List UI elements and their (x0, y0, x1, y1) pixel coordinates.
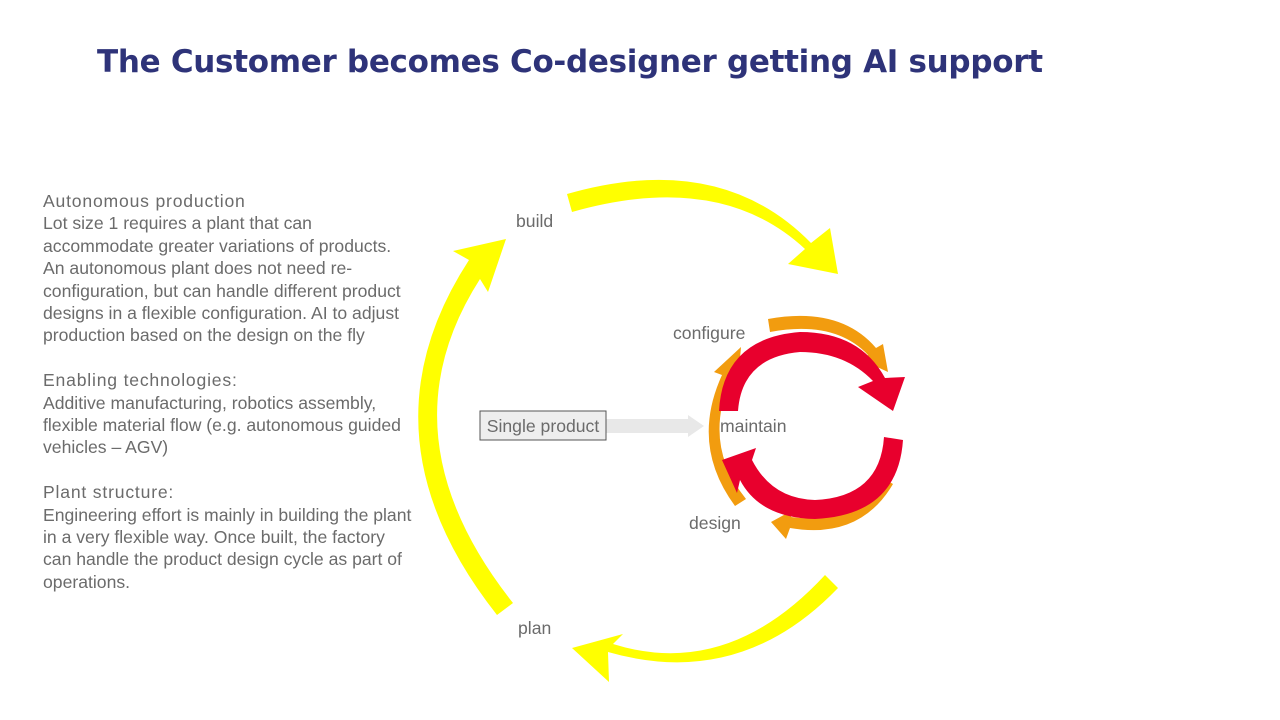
build-arc-arrow (567, 179, 838, 274)
slide-title: The Customer becomes Co-designer getting… (97, 44, 1043, 80)
section-heading: Plant structure: (43, 482, 175, 503)
enabling-technologies-section: Enabling technologies: Additive manufact… (43, 369, 413, 459)
section-body: Engineering effort is mainly in building… (43, 504, 412, 592)
section-heading: Autonomous production (43, 191, 246, 211)
single-product-box (479, 410, 607, 441)
bottom-arc-arrow (572, 575, 838, 682)
autonomous-production-section: Autonomous production Lot size 1 require… (43, 190, 413, 347)
configure-label: configure (673, 323, 745, 343)
design-red-arrow (722, 437, 903, 519)
single-product-label: Single product (487, 416, 600, 436)
input-arrow (606, 415, 704, 437)
section-body: Lot size 1 requires a plant that can acc… (43, 213, 401, 346)
section-body: Additive manufacturing, robotics assembl… (43, 392, 401, 458)
plan-label: plan (518, 618, 551, 638)
build-label: build (516, 211, 553, 231)
configure-red-arrow (719, 332, 905, 411)
plant-structure-section: Plant structure: Engineering effort is m… (43, 481, 413, 593)
left-text-panel: Autonomous production Lot size 1 require… (43, 190, 413, 616)
design-label: design (689, 513, 741, 533)
left-orange-arrow (708, 347, 746, 506)
design-orange-arrow (771, 478, 893, 539)
plan-arc-arrow (418, 239, 513, 615)
section-heading: Enabling technologies: (43, 370, 238, 391)
maintain-label: maintain (720, 416, 787, 436)
